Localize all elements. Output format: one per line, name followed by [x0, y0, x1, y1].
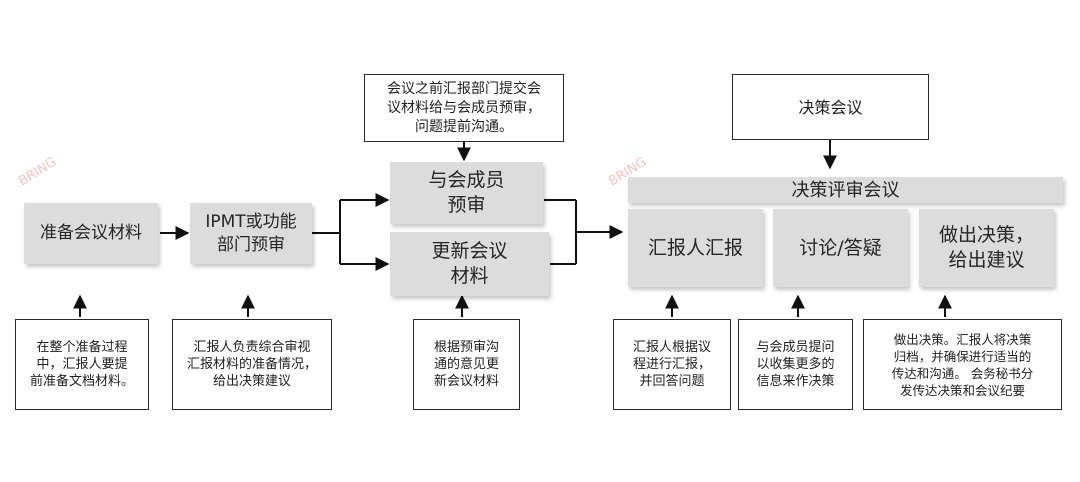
step-report: 汇报人汇报	[628, 209, 763, 287]
step-decide: 做出决策， 给出建议	[919, 209, 1054, 287]
note-report: 汇报人根据议 程进行汇报， 并回答问题	[613, 319, 731, 410]
note-prepare: 在整个准备过程 中，汇报人要提 前准备文档材料。	[15, 319, 149, 410]
step-ipmt-review: IPMT或功能 部门预审	[190, 203, 312, 264]
step-prepare-materials: 准备会议材料	[24, 203, 158, 264]
note-update: 根据预审沟 通的意见更 新会议材料	[413, 319, 520, 410]
note-pre-meeting: 会议之前汇报部门提交会 议材料给与会成员预审， 问题提前沟通。	[364, 74, 564, 142]
step-discuss: 讨论/答疑	[773, 209, 908, 287]
note-discuss: 与会成员提问 以收集更多的 信息来作决策	[738, 319, 853, 410]
step-member-pre-review: 与会成员 预审	[390, 162, 543, 224]
note-decision-meeting: 决策会议	[732, 74, 929, 140]
note-decide: 做出决策。汇报人将决策 归档，并确保进行适当的 传达和沟通。 会务秘书分 发传达…	[863, 319, 1062, 410]
step-update-materials: 更新会议 材料	[390, 232, 549, 296]
note-ipmt: 汇报人负责综合审视 汇报材料的准备情况， 给出决策建议	[172, 319, 332, 410]
watermark-left: BRING	[16, 155, 59, 190]
decision-meeting-header: 决策评审会议	[628, 177, 1063, 203]
